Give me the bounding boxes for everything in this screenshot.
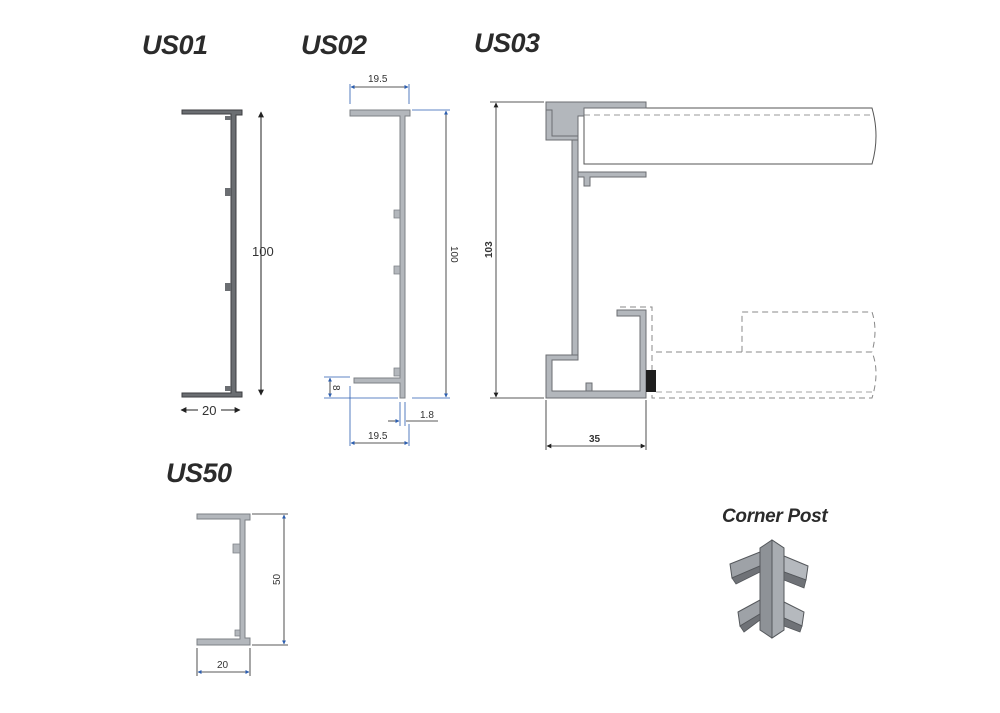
title-us01: US01 (142, 30, 208, 60)
us02-bottom-width-dimension: 19.5 (349, 386, 410, 446)
title-us02: US02 (301, 30, 367, 60)
us50-height-label: 50 (272, 573, 283, 585)
us02-gap-dimension: 1.8 (388, 402, 438, 426)
us50-height-dimension: 50 (252, 513, 288, 646)
us02-gap-label: 1.8 (420, 410, 434, 421)
us01-height-label: 100 (252, 244, 274, 259)
us03-profile (545, 101, 656, 399)
us03-height-dimension: 103 (484, 101, 544, 399)
us50-width-label: 20 (217, 660, 229, 671)
us02-bottom-width-label: 19.5 (368, 431, 388, 442)
title-us50: US50 (166, 458, 232, 488)
us03-gasket (646, 370, 656, 392)
us02-profile (349, 109, 411, 399)
us03-panel-bottom-dashed (620, 306, 877, 399)
title-corner-post: Corner Post (722, 506, 828, 527)
us03-width-label: 35 (589, 434, 601, 445)
title-us03: US03 (474, 28, 540, 58)
us03-width-dimension: 35 (545, 400, 647, 450)
us50-width-dimension: 20 (196, 648, 251, 676)
corner-post-image (729, 539, 809, 639)
us02-top-width-label: 19.5 (368, 74, 388, 85)
us50-profile (196, 513, 251, 646)
us01-width-label: 20 (202, 403, 216, 418)
us01-profile (181, 109, 243, 398)
us01-width-dimension: 20 (180, 403, 241, 418)
us02-height-dimension: 100 (412, 109, 459, 399)
us03-height-label: 103 (484, 241, 495, 258)
us02-lip-label: 8 (330, 385, 341, 391)
us03-panel-top (583, 107, 877, 165)
us02-lip-dimension: 8 (324, 376, 398, 399)
us02-height-label: 100 (448, 246, 459, 263)
us02-top-width-dimension: 19.5 (349, 74, 410, 104)
us01-height-dimension: 100 (252, 111, 274, 396)
